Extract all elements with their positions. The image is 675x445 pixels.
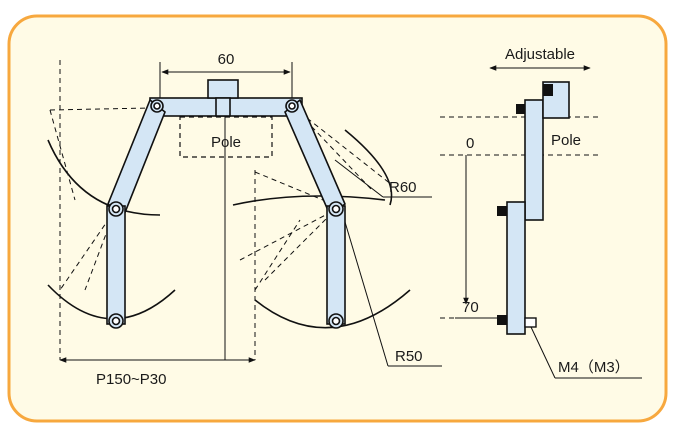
seventy-label: 70 (462, 299, 479, 316)
zero-label: 0 (466, 135, 474, 152)
arc-right-upper (232, 195, 386, 206)
arc-r60 (344, 129, 393, 206)
upper-bracket (524, 99, 544, 221)
pole-outline (179, 116, 273, 158)
dim-60-label: 60 (218, 51, 235, 68)
side-view (440, 65, 642, 379)
pitch-range-label: P150~P30 (96, 371, 166, 388)
pole-label-right: Pole (551, 132, 581, 149)
lower-arm (506, 201, 526, 335)
adjustable-label: Adjustable (505, 46, 575, 63)
pole-label-left: Pole (211, 134, 241, 151)
r50-label: R50 (395, 348, 423, 365)
left-mechanism (47, 60, 442, 367)
right-lower-link (326, 205, 346, 325)
top-block-inner (215, 97, 231, 117)
arc-left-upper (47, 139, 161, 216)
screw-label: M4（M3） (558, 359, 630, 376)
bracket-head-inner (543, 84, 553, 96)
r60-label: R60 (389, 179, 417, 196)
top-block (207, 79, 239, 99)
screw (524, 317, 537, 328)
left-lower-link (106, 205, 126, 325)
arc-right-lower (254, 289, 411, 329)
